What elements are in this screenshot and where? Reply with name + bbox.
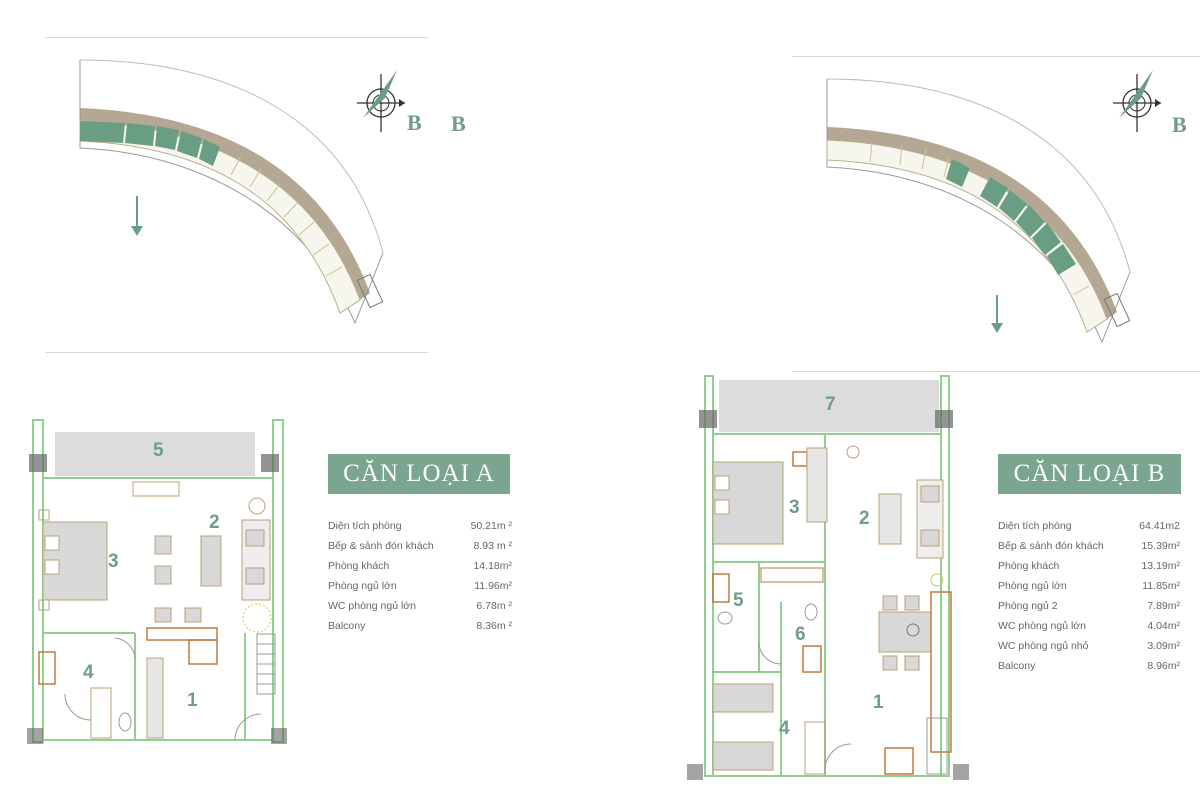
spec-row: WC phòng ngủ nhỏ 3.09m² xyxy=(998,636,1180,656)
spec-row: Phòng khách 13.19m² xyxy=(998,556,1180,576)
plan-b-specs: Diện tích phòng 64.41m2 Bếp & sảnh đón kh… xyxy=(998,516,1180,676)
spec-label: Diện tích phòng xyxy=(998,520,1072,532)
spec-label: Balcony xyxy=(998,660,1036,672)
floor-plan-b-drawing xyxy=(687,375,969,780)
spec-value: 13.19m² xyxy=(1141,560,1180,572)
plan-a-title: CĂN LOẠI A xyxy=(328,454,510,494)
room-number-1: 1 xyxy=(873,692,884,713)
plan-b-title: CĂN LOẠI B xyxy=(998,454,1181,494)
spec-row: Balcony 8.96m² xyxy=(998,656,1180,676)
spec-row: Phòng ngủ lớn 11.85m² xyxy=(998,576,1180,596)
spec-value: 6.78m ² xyxy=(476,600,512,612)
spec-row: Bếp & sảnh đón khách 15.39m² xyxy=(998,536,1180,556)
spec-label: Phòng khách xyxy=(998,560,1060,572)
compass-label-b: B xyxy=(1172,112,1187,137)
spec-value: 14.18m² xyxy=(473,560,512,572)
spec-value: 8.96m² xyxy=(1147,660,1180,672)
spec-label: Phòng ngủ 2 xyxy=(998,600,1058,612)
floor-plan-a: 5 2 3 4 1 xyxy=(25,418,295,750)
spec-row: Diện tích phòng 64.41m2 xyxy=(998,516,1180,536)
spec-value: 8.36m ² xyxy=(476,620,512,632)
floor-plan-b: 7 3 2 5 6 1 4 xyxy=(685,372,975,787)
compass-direction-label: B xyxy=(451,111,466,136)
key-plan-a-drawing xyxy=(79,59,405,325)
room-number-1: 1 xyxy=(187,690,198,711)
spec-row: Diện tích phòng 50.21m ² xyxy=(328,516,512,536)
plan-a-specs: Diện tích phòng 50.21m ² Bếp & sảnh đón k… xyxy=(328,516,512,636)
room-number-3: 3 xyxy=(789,497,800,518)
spec-value: 15.39m² xyxy=(1141,540,1180,552)
spec-label: Balcony xyxy=(328,620,366,632)
room-number-2: 2 xyxy=(209,512,220,533)
spec-label: WC phòng ngủ lớn xyxy=(328,600,417,612)
spec-label: Phòng khách xyxy=(328,560,390,572)
spec-label: Phòng ngủ lớn xyxy=(328,580,397,592)
spec-value: 11.96m² xyxy=(474,580,512,592)
spec-row: Bếp & sảnh đón khách 8.93 m ² xyxy=(328,536,512,556)
spec-value: 4.04m² xyxy=(1147,620,1180,632)
floor-plan-a-drawing xyxy=(27,419,287,744)
spec-label: Phòng ngủ lớn xyxy=(998,580,1067,592)
spec-row: Phòng ngủ lớn 11.96m² xyxy=(328,576,512,596)
key-plan-b-drawing xyxy=(826,70,1161,344)
spec-label: Bếp & sảnh đón khách xyxy=(998,540,1104,552)
spec-label: Bếp & sảnh đón khách xyxy=(328,540,434,552)
spec-value: 50.21m ² xyxy=(470,520,512,532)
spec-row: WC phòng ngủ lớn 4.04m² xyxy=(998,616,1180,636)
key-plan-a: B xyxy=(45,37,466,353)
spec-value: 3.09m² xyxy=(1147,640,1180,652)
spec-row: Phòng khách 14.18m² xyxy=(328,556,512,576)
spec-label: WC phòng ngủ lớn xyxy=(998,620,1087,632)
room-number-6: 6 xyxy=(795,624,806,645)
room-number-4: 4 xyxy=(779,718,790,739)
spec-row: WC phòng ngủ lớn 6.78m ² xyxy=(328,596,512,616)
room-number-4: 4 xyxy=(83,662,94,683)
spec-value: 8.93 m ² xyxy=(473,540,512,552)
room-number-3: 3 xyxy=(108,551,119,572)
spec-value: 11.85m² xyxy=(1142,580,1180,592)
spec-value: 64.41m2 xyxy=(1139,520,1180,532)
compass-label-a: B xyxy=(407,110,422,135)
room-number-7: 7 xyxy=(825,394,836,415)
spec-label: Diện tích phòng xyxy=(328,520,402,532)
spec-label: WC phòng ngủ nhỏ xyxy=(998,640,1089,652)
spec-row: Balcony 8.36m ² xyxy=(328,616,512,636)
spec-value: 7.89m² xyxy=(1147,600,1180,612)
key-plan-b xyxy=(792,56,1200,372)
spec-row: Phòng ngủ 2 7.89m² xyxy=(998,596,1180,616)
room-number-5: 5 xyxy=(153,440,164,461)
room-number-5: 5 xyxy=(733,590,744,611)
room-number-2: 2 xyxy=(859,508,870,529)
